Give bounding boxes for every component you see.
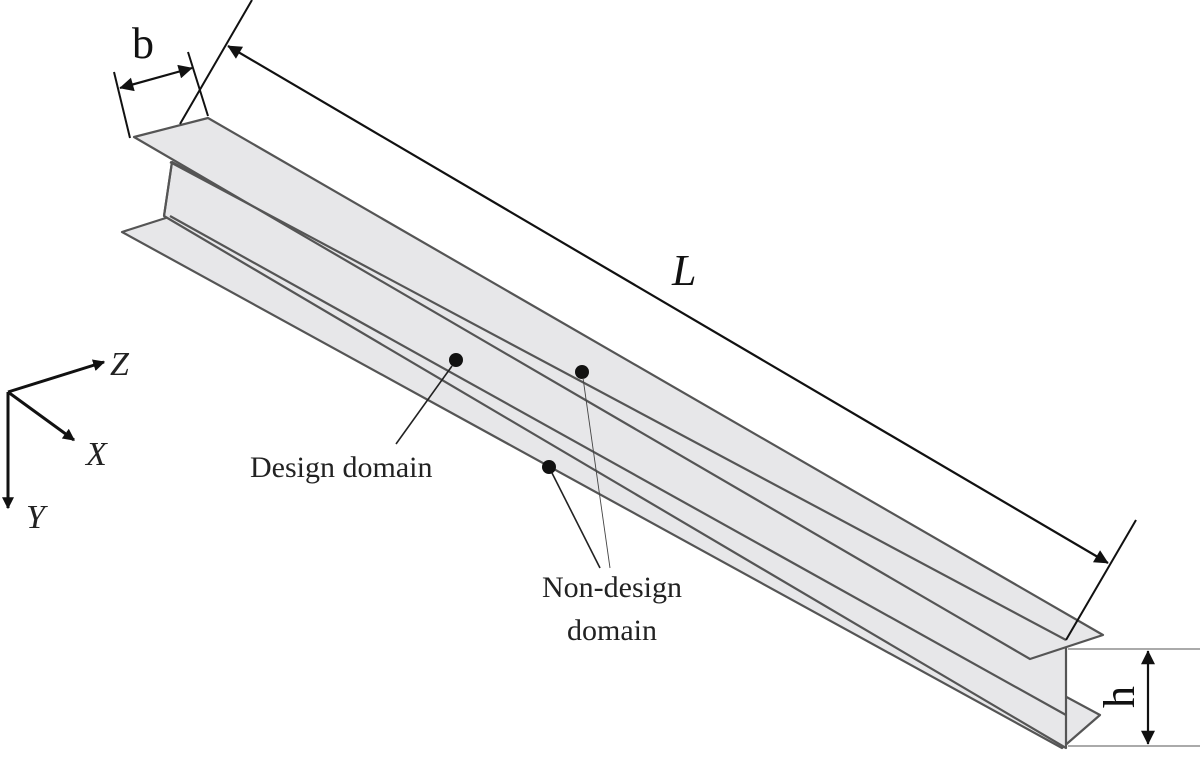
L-extension-end	[1065, 519, 1137, 641]
b-dimension-line	[119, 64, 193, 92]
top-junction-line	[169, 161, 1067, 641]
axis-x-label: X	[84, 436, 108, 473]
nondesign-domain-label-line2: domain	[567, 614, 657, 647]
design-domain-dot	[449, 353, 463, 367]
dimension-L-label: L	[671, 246, 696, 295]
design-domain-label: Design domain	[250, 451, 432, 484]
axis-z-label: Z	[110, 346, 130, 383]
axis-y-label: Y	[26, 499, 48, 536]
L-dimension-line	[227, 45, 1109, 564]
L-extension-start	[179, 0, 253, 125]
nondesign-dot-bottom	[542, 460, 556, 474]
dimension-b-label: b	[132, 19, 154, 68]
axis-x-arrow	[7, 390, 75, 442]
web-start-edge	[162, 161, 174, 217]
b-extension-left	[113, 71, 131, 139]
coordinate-axes	[2, 359, 106, 510]
i-beam	[120, 116, 1105, 750]
nondesign-domain-label-line1: Non-design	[542, 571, 682, 604]
axis-z-arrow	[7, 359, 106, 394]
nondesign-dot-top	[575, 365, 589, 379]
dimension-h-label: h	[1095, 686, 1144, 708]
dimension-h	[1068, 648, 1200, 747]
dimension-b	[113, 51, 209, 139]
dimension-L	[179, 0, 1137, 641]
b-extension-right	[187, 51, 209, 117]
